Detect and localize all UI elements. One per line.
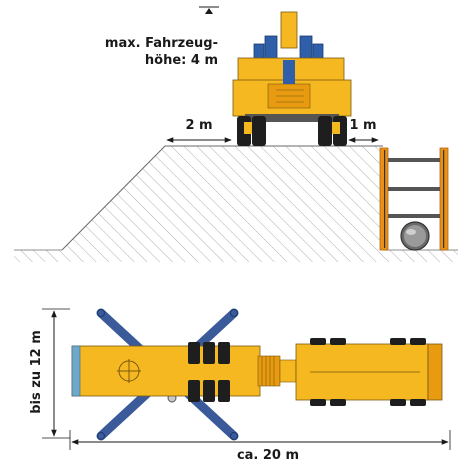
trench-floor <box>14 250 458 262</box>
height-marker <box>205 8 213 14</box>
clearance-left-dimension: 2 m <box>166 118 232 143</box>
embankment <box>62 146 383 250</box>
clearance-right-label: 1 m <box>349 118 376 133</box>
machine-rear-view <box>232 11 352 146</box>
embankment-outline <box>61 145 383 251</box>
width-dimension: bis zu 12 m <box>29 308 70 439</box>
clearance-right-dimension: 1 m <box>348 118 379 143</box>
wheels-top <box>188 342 230 402</box>
max-height-label-line1: max. Fahrzeug- <box>105 36 218 51</box>
trench-shoring <box>379 147 449 251</box>
top-view: bis zu 12 m ca. 20 m <box>29 308 451 463</box>
pipe <box>400 221 430 251</box>
width-label: bis zu 12 m <box>29 330 44 414</box>
length-dimension: ca. 20 m <box>69 430 451 463</box>
length-label: ca. 20 m <box>237 448 299 463</box>
machine-frame-top <box>71 345 261 397</box>
clearance-left-label: 2 m <box>185 118 212 133</box>
side-view: max. Fahrzeug- höhe: 4 m 2 m 1 m <box>14 6 458 262</box>
max-height-label-line2: höhe: 4 m <box>145 53 218 68</box>
